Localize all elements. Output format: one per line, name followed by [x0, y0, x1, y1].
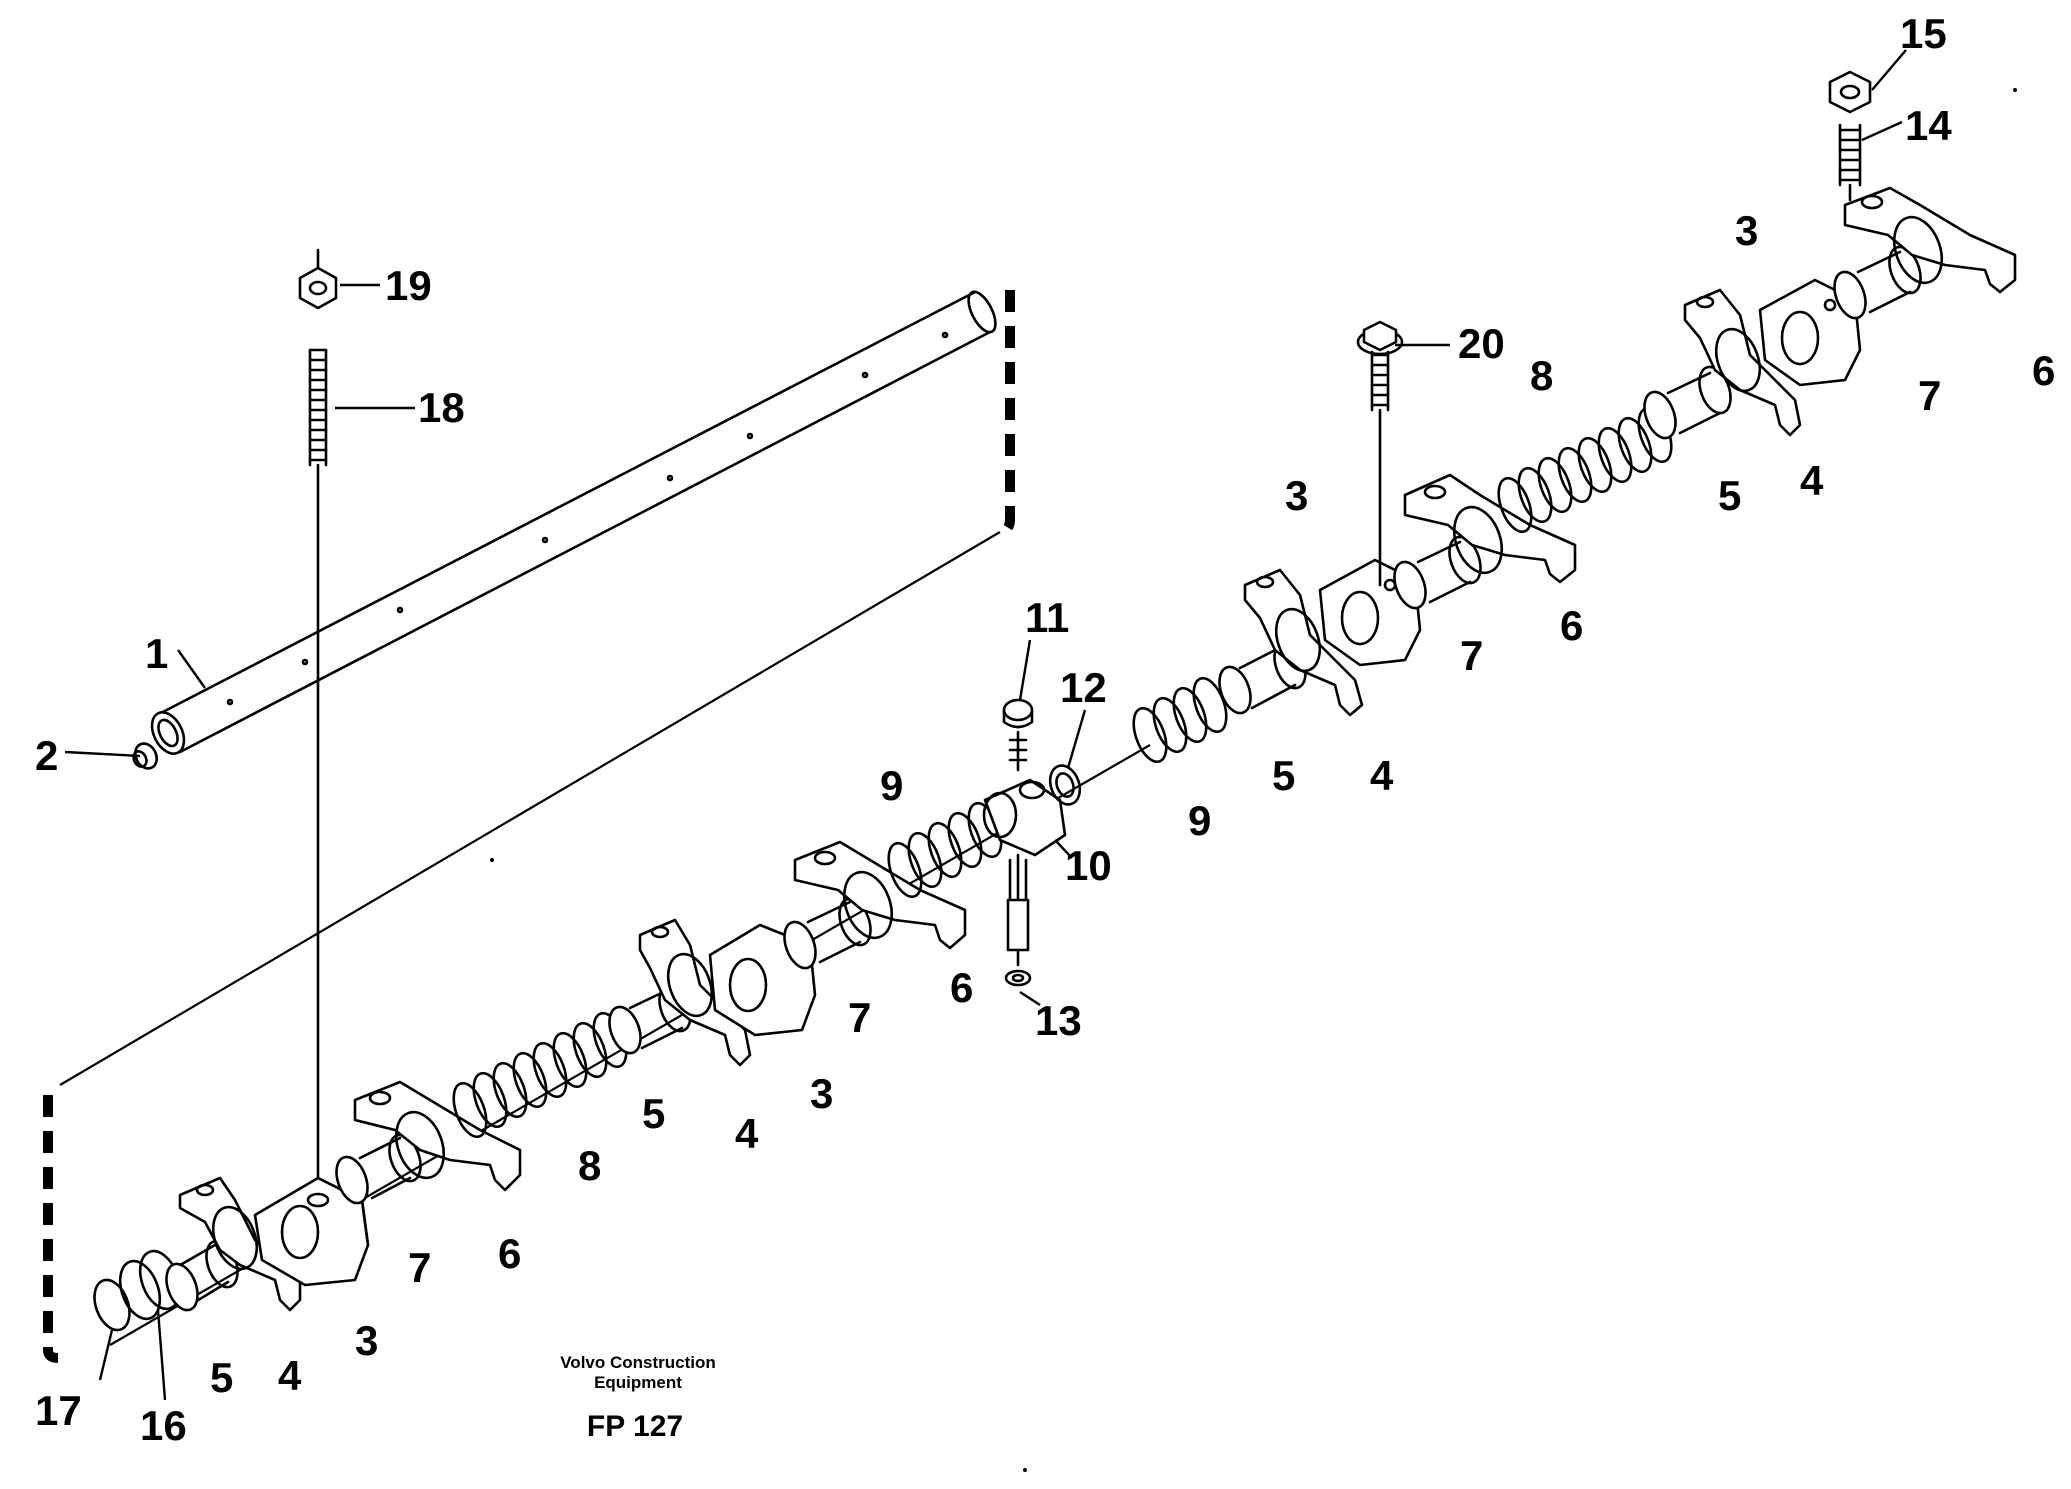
callout-3-mid-right: 3	[1285, 472, 1308, 519]
leader-lines	[64, 49, 1907, 1401]
bushing-7-mid-right	[1393, 535, 1482, 610]
rocker-arm-4-mid-right	[1243, 568, 1364, 717]
bushing-5-mid-left	[608, 983, 692, 1055]
callout-5-left: 5	[210, 1354, 233, 1401]
bracket-3-left	[253, 1176, 370, 1287]
callout-4-mid-right: 4	[1370, 752, 1394, 799]
callout-12: 12	[1060, 664, 1107, 711]
figure-caption: Volvo Construction Equipment FP 127	[560, 1353, 716, 1443]
callout-18: 18	[418, 384, 465, 431]
rocker-arm-4-left	[178, 1176, 302, 1312]
speck	[2013, 88, 2017, 92]
callout-19: 19	[385, 262, 432, 309]
rocker-shaft	[150, 290, 997, 755]
callout-3-right: 3	[1735, 207, 1758, 254]
stud-and-nut-left	[298, 248, 338, 1182]
callout-4-left: 4	[278, 1352, 302, 1399]
rocker-arm-4-mid-left	[638, 918, 752, 1067]
callout-8-left: 8	[578, 1142, 601, 1189]
spring-9-right	[1132, 676, 1228, 764]
callout-11: 11	[1025, 594, 1069, 641]
bushing-5-right	[1643, 365, 1732, 440]
rocker-arm-6-mid-right	[1403, 473, 1577, 584]
callout-2: 2	[35, 732, 58, 779]
callout-16: 16	[140, 1402, 187, 1449]
callout-7-mid-left: 7	[848, 994, 871, 1041]
o-ring-12	[1048, 764, 1082, 806]
alignment-bracket	[43, 290, 1015, 1363]
callout-15: 15	[1900, 10, 1947, 57]
callout-7-left: 7	[408, 1244, 431, 1291]
callout-6-left: 6	[498, 1230, 521, 1277]
callout-4-right: 4	[1800, 457, 1824, 504]
callout-7-right: 7	[1918, 372, 1941, 419]
callout-4-mid-left: 4	[735, 1110, 759, 1157]
figure-code: FP 127	[587, 1410, 683, 1443]
callout-9-left: 9	[880, 762, 903, 809]
callout-1: 1	[145, 630, 168, 677]
bracket-3-right	[1758, 278, 1862, 387]
rocker-arm-6-mid-left	[793, 840, 967, 950]
plug-11	[1002, 698, 1034, 772]
rocker-arm-6-right	[1843, 186, 2017, 294]
circlip-17	[93, 1278, 131, 1332]
bushing-5-left	[165, 1239, 239, 1312]
callout-6-mid-left: 6	[950, 964, 973, 1011]
spring-8-left	[452, 1011, 628, 1139]
caption-equipment: Equipment	[594, 1373, 682, 1392]
bolt-20	[1356, 320, 1404, 587]
bushing-7-mid-left	[783, 897, 872, 970]
callout-6-mid-right: 6	[1560, 602, 1583, 649]
stud-14	[1838, 123, 1862, 202]
callout-9-right: 9	[1188, 797, 1211, 844]
callout-14: 14	[1905, 102, 1952, 149]
callout-5-mid-left: 5	[642, 1090, 665, 1137]
pipe-13	[1004, 853, 1032, 987]
speck	[1023, 1468, 1027, 1472]
callout-10: 10	[1065, 842, 1112, 889]
speck	[490, 858, 494, 862]
oil-fitting-10	[982, 778, 1067, 857]
nut-15	[1828, 70, 1872, 114]
spring-8-right	[1497, 406, 1673, 534]
bushing-7-right	[1833, 245, 1922, 320]
caption-company: Volvo Construction	[560, 1353, 716, 1372]
shaft-plug	[132, 742, 158, 770]
callout-13: 13	[1035, 997, 1082, 1044]
rocker-arm-6-left	[353, 1080, 522, 1192]
callout-17: 17	[35, 1387, 82, 1434]
callout-5-right: 5	[1718, 472, 1741, 519]
rocker-arm-4-right	[1683, 288, 1802, 437]
callout-labels: 1 2 3 3 3 3 4 4 4 4 5 5 5 5 6 6 6 6 7 7 …	[35, 10, 2055, 1449]
callout-5-mid-right: 5	[1272, 752, 1295, 799]
callout-8-right: 8	[1530, 352, 1553, 399]
callout-3-mid-left: 3	[810, 1070, 833, 1117]
callout-20: 20	[1458, 320, 1505, 367]
bushing-7-left	[335, 1133, 422, 1205]
callout-3-left: 3	[355, 1317, 378, 1364]
bushing-5-mid-right	[1218, 640, 1307, 715]
callout-6-right: 6	[2032, 347, 2055, 394]
callout-7-mid-right: 7	[1460, 632, 1483, 679]
